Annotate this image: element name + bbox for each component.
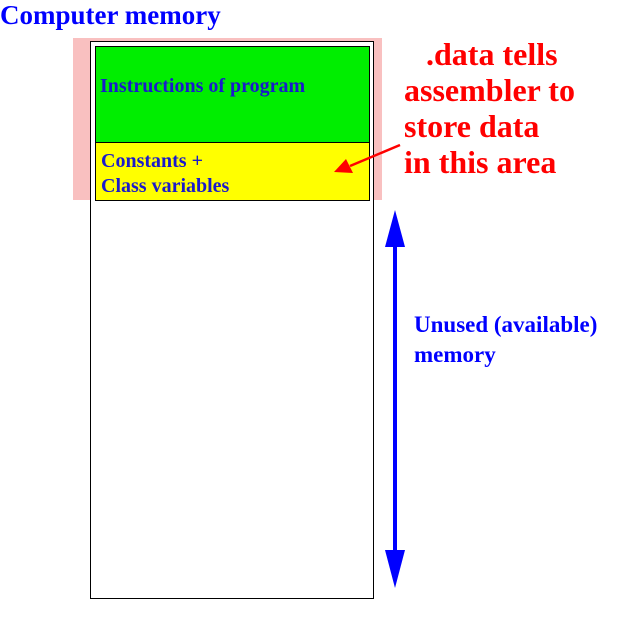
data-segment-label-line2: Class variables [101,175,230,197]
data-segment-label-line1: Constants + [101,150,203,172]
annotation-line4: in this area [404,144,557,180]
pointer-arrow-shaft [349,143,401,168]
annotation-line3: store data [404,108,540,144]
instructions-segment-label: Instructions of program [100,75,306,97]
instructions-segment [95,46,370,143]
annotation-pointer-arrow [334,143,401,173]
double-arrow-head-bottom [385,550,405,588]
data-segment [95,142,370,201]
diagram-title: Computer memory [0,0,221,30]
unused-range-double-arrow [385,210,405,588]
unused-memory-label: Unused (available) memory [414,310,597,370]
unused-label-line2: memory [414,342,496,367]
annotation-line2: assembler to [404,72,575,108]
unused-label-line1: Unused (available) [414,312,598,337]
data-segment-label: Constants + Class variables [101,149,229,199]
pointer-arrow-head [334,159,353,173]
annotation-line1: .data tells [426,36,558,72]
double-arrow-head-top [385,210,405,247]
data-directive-annotation: .data tells assembler to store data in t… [404,36,575,180]
